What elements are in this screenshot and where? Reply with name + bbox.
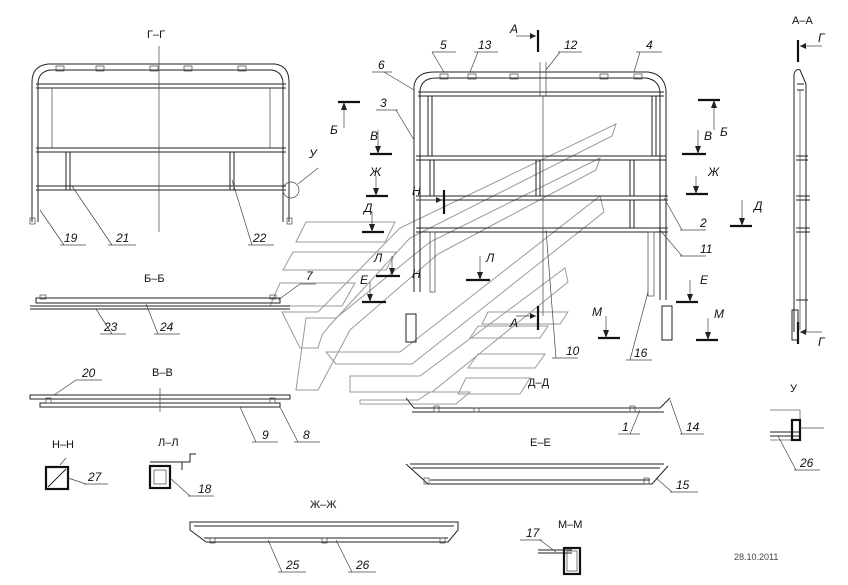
view-zhzh: Ж–Ж (189, 499, 459, 573)
cut-letter-d-right: Д (752, 199, 763, 213)
cut-letter-b-left: Б (330, 123, 338, 137)
part-number-20: 20 (81, 366, 96, 380)
main-frame-leaders (372, 51, 706, 361)
view-dd: Д–Д (405, 377, 704, 435)
part-number-3: 3 (380, 96, 387, 110)
view-mm: М–М (520, 519, 582, 576)
watermark-logo (269, 123, 617, 405)
part-number-15: 15 (676, 478, 690, 492)
section-label-zhzh: Ж–Ж (310, 499, 336, 511)
cut-letter-l-left: Л (373, 251, 383, 265)
cut-letter-d-left: Д (362, 201, 373, 215)
cut-letter-v-right: В (704, 129, 712, 143)
part-number-6: 6 (378, 58, 385, 72)
section-label-dd: Д–Д (528, 377, 550, 389)
part-number-9: 9 (262, 428, 269, 442)
view-ll: Л–Л (148, 437, 214, 497)
section-label-bb: Б–Б (144, 273, 165, 285)
part-number-4: 4 (646, 38, 653, 52)
part-number-22: 22 (252, 231, 267, 245)
part-number-12: 12 (564, 38, 578, 52)
part-number-18: 18 (198, 482, 212, 496)
cut-letter-g-bottom: Г (818, 335, 826, 349)
section-label-ee: Е–Е (530, 437, 551, 449)
cut-letter-e-right: Е (700, 273, 709, 287)
part-number-17: 17 (526, 526, 541, 540)
cut-letter-g-top: Г (818, 31, 826, 45)
leaders-gg (39, 179, 274, 246)
section-label-mm: М–М (558, 519, 582, 531)
view-nn: Н–Н (44, 439, 108, 491)
section-label-gg: Г–Г (147, 29, 165, 41)
part-number-24: 24 (159, 320, 174, 334)
section-label-aa: А–А (792, 15, 813, 27)
part-number-13: 13 (478, 38, 492, 52)
section-label-ll: Л–Л (158, 437, 179, 449)
cut-letter-e-left: Е (360, 273, 369, 287)
view-ee: Е–Е (405, 437, 698, 493)
part-number-16: 16 (634, 346, 648, 360)
cut-letter-a-bottom: А (509, 316, 518, 330)
cut-letter-l-right: Л (485, 251, 495, 265)
cut-letter-b-right: Б (720, 125, 728, 139)
view-vv: В–В (29, 367, 320, 443)
part-number-5: 5 (440, 38, 447, 52)
cut-letter-zh-left: Ж (369, 165, 382, 179)
part-number-26: 26 (355, 558, 370, 572)
cut-letter-u: У (308, 147, 318, 161)
cut-letter-v-left: В (370, 129, 378, 143)
part-number-7: 7 (306, 269, 314, 283)
part-number-26-detail: 26 (799, 456, 814, 470)
section-label-nn: Н–Н (52, 439, 74, 451)
part-number-21: 21 (115, 231, 129, 245)
part-number-10: 10 (566, 344, 580, 358)
cut-letter-n-bottom: Н (412, 267, 421, 281)
part-number-27: 27 (87, 470, 103, 484)
section-label-vv: В–В (152, 367, 173, 379)
part-number-11: 11 (700, 242, 712, 256)
drawing-date: 28.10.2011 (734, 552, 778, 562)
view-gg: Г–Г У (29, 29, 319, 232)
cut-letter-m-right: М (714, 307, 724, 321)
cut-letter-n-top: Н (412, 184, 421, 198)
cut-letter-zh-right: Ж (707, 165, 720, 179)
cut-markers (338, 30, 822, 344)
view-u: У (770, 383, 824, 471)
part-number-23: 23 (103, 320, 118, 334)
view-aa: А–А (791, 15, 813, 341)
cut-letter-a-top: А (509, 22, 518, 36)
part-number-25: 25 (285, 558, 300, 572)
part-number-19: 19 (64, 231, 78, 245)
part-number-2: 2 (699, 216, 707, 230)
main-frame-view (405, 62, 673, 343)
part-number-1: 1 (622, 420, 629, 434)
part-number-8: 8 (303, 428, 310, 442)
view-bb: Б–Б (30, 273, 316, 335)
section-label-u: У (790, 383, 798, 395)
cut-letter-m-left: М (592, 305, 602, 319)
part-number-14: 14 (686, 420, 700, 434)
